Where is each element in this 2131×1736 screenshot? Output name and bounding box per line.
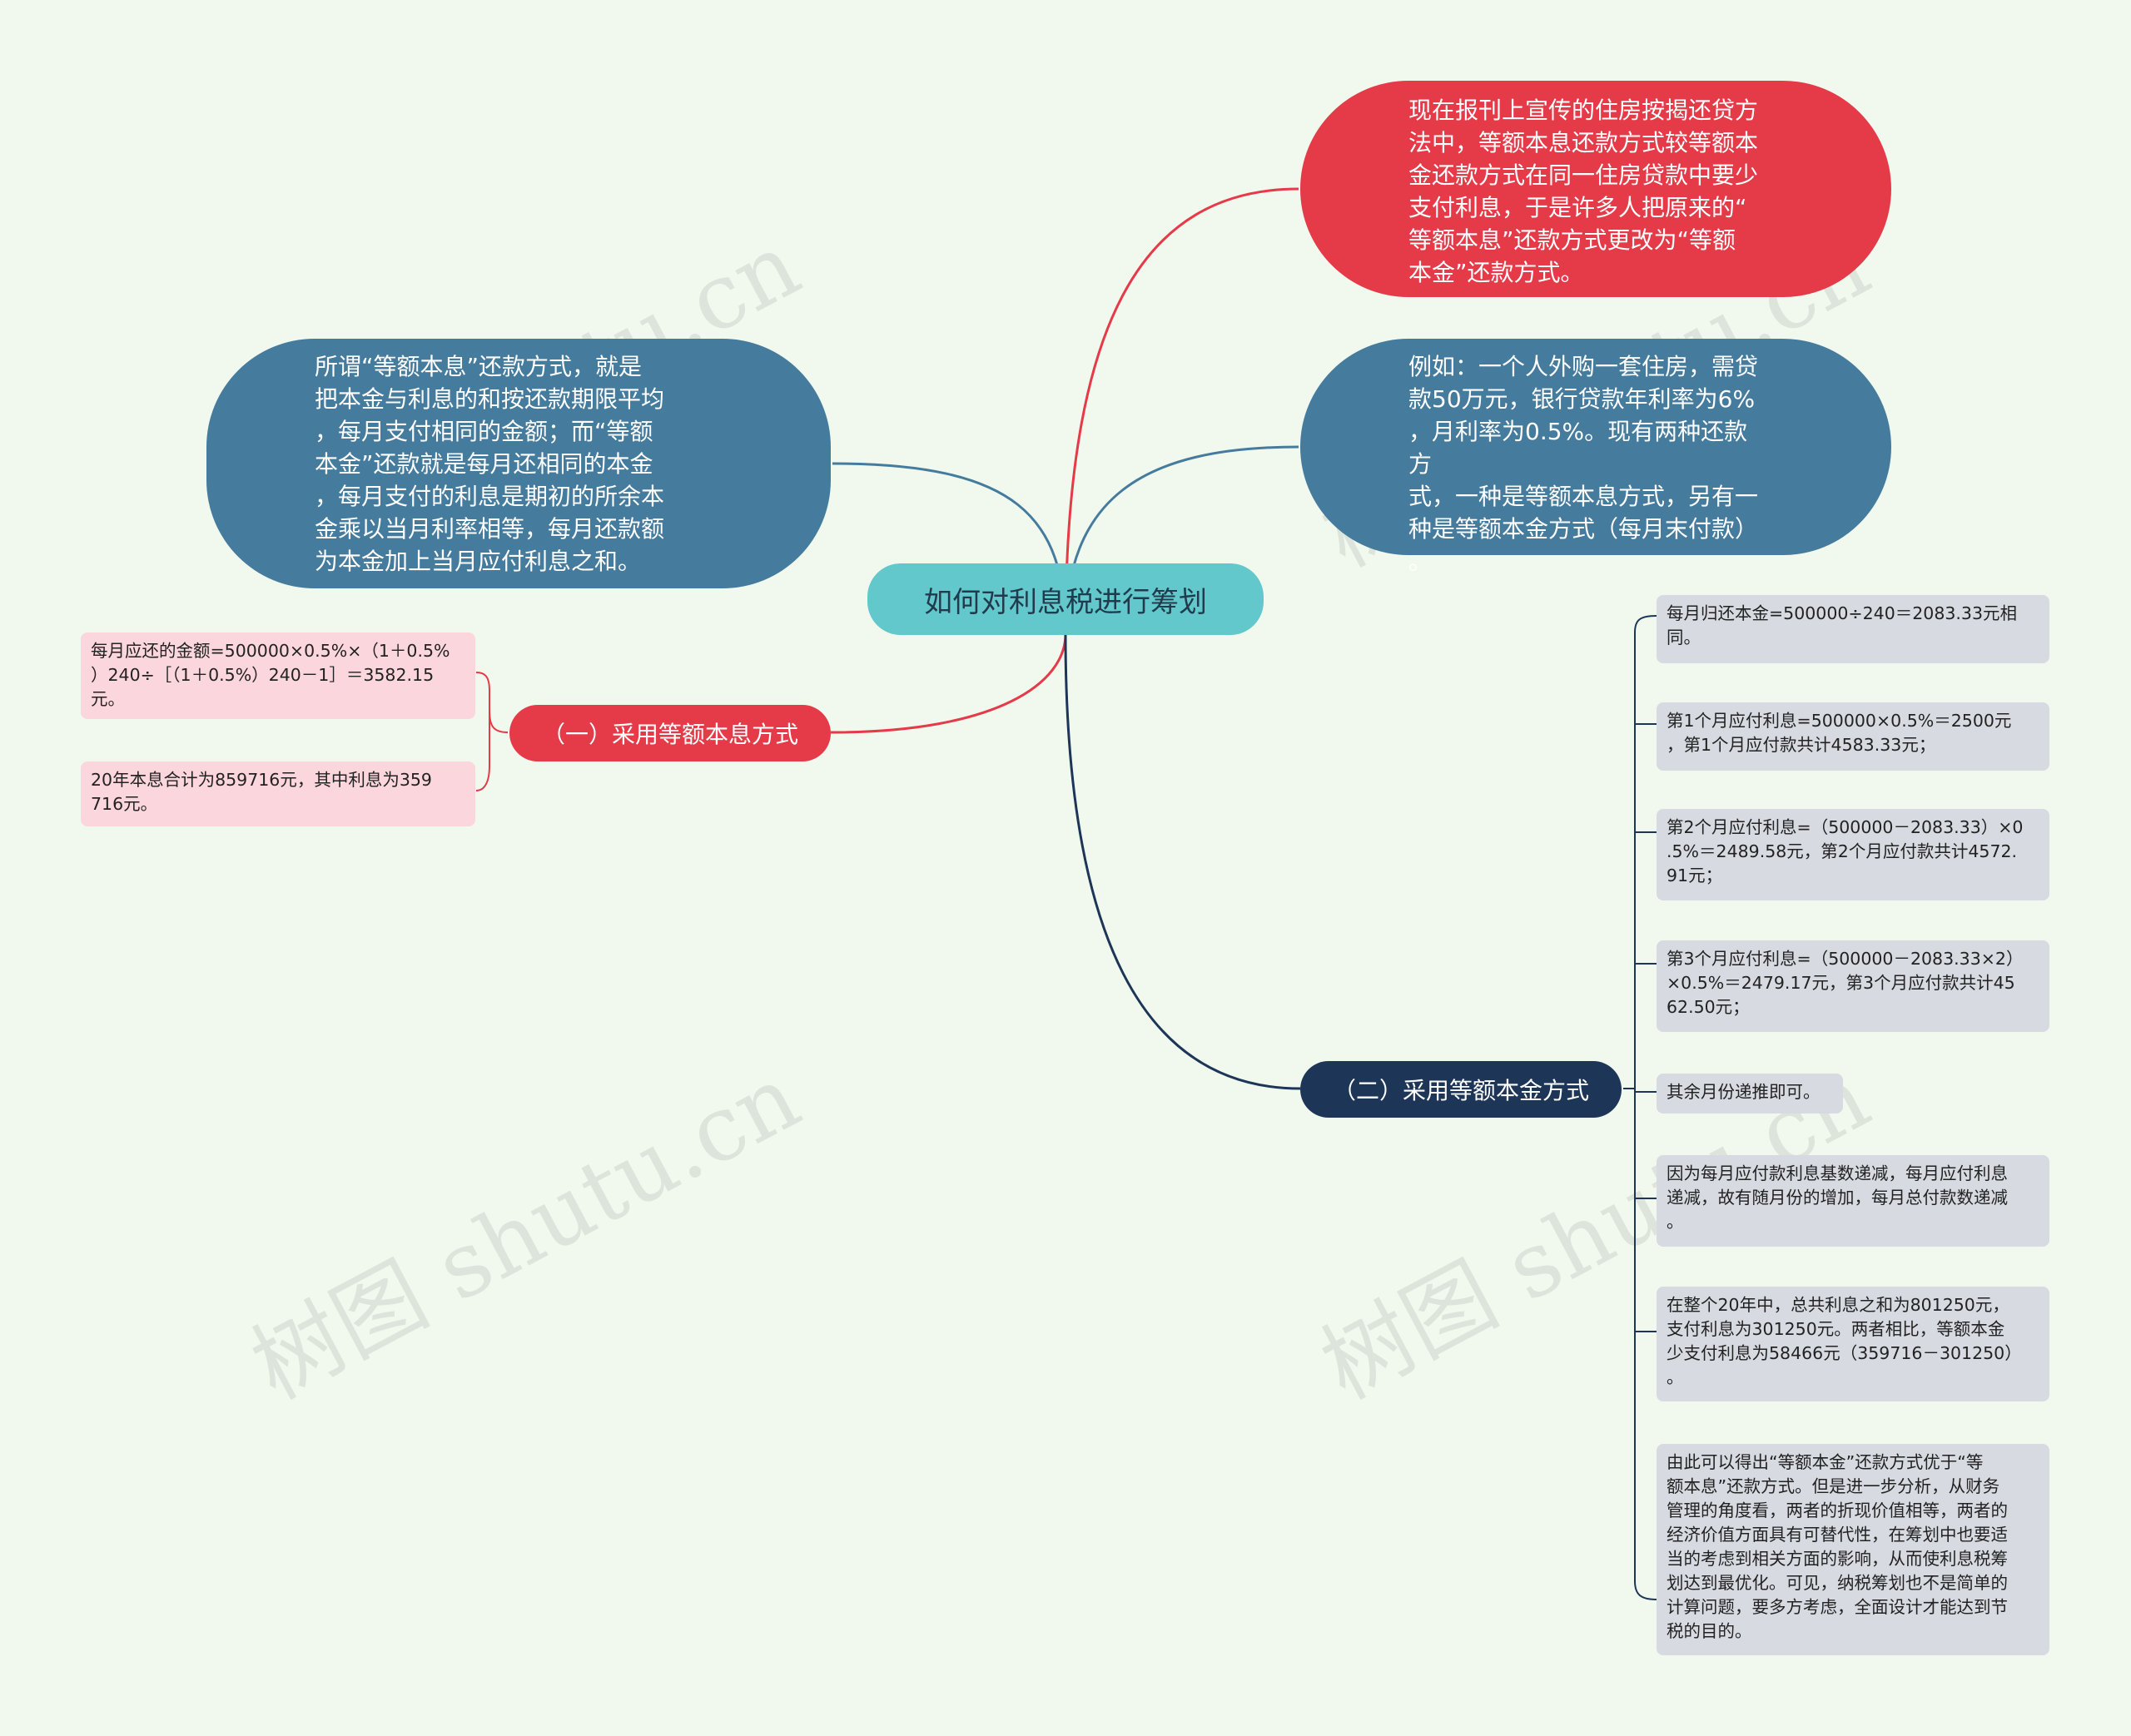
branch2-item-text: 第3个月应付利息=（500000－2083.33×2） ×0.5%＝2479.1… (1667, 949, 2024, 1017)
central-topic-label: 如何对利息税进行筹划 (924, 585, 1207, 619)
intro-red-text: 现在报刊上宣传的住房按揭还贷方 法中，等额本息还款方式较等额本 金还款方式在同一… (1408, 97, 1759, 286)
branch2-item-text: 由此可以得出“等额本金”还款方式优于“等 额本息”还款方式。但是进一步分析，从财… (1667, 1452, 2008, 1641)
branch2-item-text: 第1个月应付利息=500000×0.5%＝2500元 ，第1个月应付款共计458… (1667, 711, 2012, 755)
bracket-branch1 (475, 672, 509, 791)
link-branch2 (1064, 633, 1301, 1090)
branch2-item[interactable]: 在整个20年中，总共利息之和为801250元， 支付利息为301250元。两者相… (1657, 1287, 2049, 1401)
branch-equal-principal[interactable]: （二）采用等额本金方式 (1300, 1061, 1622, 1118)
branch2-item[interactable]: 第3个月应付利息=（500000－2083.33×2） ×0.5%＝2479.1… (1657, 940, 2049, 1032)
branch-label: （二）采用等额本金方式 (1332, 1077, 1589, 1104)
branch2-item-text: 其余月份递推即可。 (1667, 1082, 1821, 1102)
link-branch1 (830, 633, 1067, 734)
example-text: 例如：一个人外购一套住房，需贷 款50万元，银行贷款年利率为6% ，月利率为0.… (1408, 353, 1759, 575)
branch2-item-text: 因为每月应付款利息基数递减，每月应付利息 递减，故有随月份的增加，每月总付款数递… (1667, 1163, 2008, 1232)
branch2-item-text: 在整个20年中，总共利息之和为801250元， 支付利息为301250元。两者相… (1667, 1295, 2022, 1387)
definition-node[interactable]: 所谓“等额本息”还款方式，就是 把本金与利息的和按还款期限平均 ，每月支付相同的… (206, 339, 831, 588)
branch2-item[interactable]: 由此可以得出“等额本金”还款方式优于“等 额本息”还款方式。但是进一步分析，从财… (1657, 1444, 2049, 1655)
example-node[interactable]: 例如：一个人外购一套住房，需贷 款50万元，银行贷款年利率为6% ，月利率为0.… (1300, 339, 1891, 575)
branch-label: （一）采用等额本息方式 (541, 721, 798, 748)
branch2-item[interactable]: 其余月份递推即可。 (1657, 1074, 1843, 1114)
branch2-item[interactable]: 第1个月应付利息=500000×0.5%＝2500元 ，第1个月应付款共计458… (1657, 702, 2049, 771)
definition-text: 所谓“等额本息”还款方式，就是 把本金与利息的和按还款期限平均 ，每月支付相同的… (315, 353, 665, 575)
branch1-item[interactable]: 每月应还的金额=500000×0.5%×（1＋0.5% ）240÷［（1＋0.5… (81, 632, 475, 719)
branch1-item[interactable]: 20年本息合计为859716元，其中利息为359 716元。 (81, 761, 475, 826)
branch2-item[interactable]: 第2个月应付利息=（500000－2083.33）×0 .5%＝2489.58元… (1657, 809, 2049, 900)
bracket-branch2 (1623, 615, 1657, 1600)
branch-equal-installment[interactable]: （一）采用等额本息方式 (509, 705, 831, 761)
branch1-item-text: 20年本息合计为859716元，其中利息为359 716元。 (91, 770, 432, 814)
branch2-item[interactable]: 因为每月应付款利息基数递减，每月应付利息 递减，故有随月份的增加，每月总付款数递… (1657, 1155, 2049, 1247)
branch1-item-text: 每月应还的金额=500000×0.5%×（1＋0.5% ）240÷［（1＋0.5… (91, 641, 450, 709)
central-topic[interactable]: 如何对利息税进行筹划 (867, 563, 1264, 635)
branch2-item-text: 每月归还本金=500000÷240＝2083.33元相 同。 (1667, 603, 2018, 647)
link-top-right (1064, 187, 1299, 635)
branch2-item-text: 第2个月应付利息=（500000－2083.33）×0 .5%＝2489.58元… (1667, 817, 2024, 885)
branch2-item[interactable]: 每月归还本金=500000÷240＝2083.33元相 同。 (1657, 595, 2049, 663)
intro-red-node[interactable]: 现在报刊上宣传的住房按揭还贷方 法中，等额本息还款方式较等额本 金还款方式在同一… (1300, 81, 1891, 297)
